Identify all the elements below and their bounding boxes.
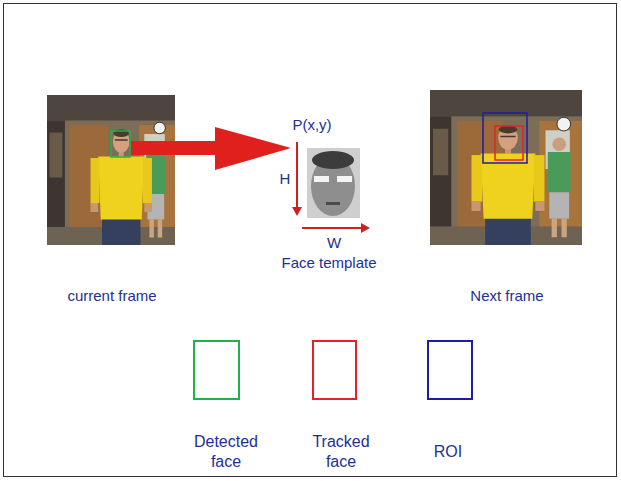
template-ground	[307, 148, 360, 218]
arm	[91, 158, 100, 203]
clock	[154, 122, 166, 134]
background-person	[552, 219, 557, 238]
background-person	[548, 152, 571, 192]
arm	[471, 155, 482, 202]
template-glasses	[337, 176, 352, 182]
template-mouth	[326, 202, 340, 205]
face-template-image	[307, 148, 360, 218]
background-person	[552, 137, 566, 151]
glasses	[115, 139, 128, 141]
dimension-label: H	[280, 170, 291, 188]
glasses	[500, 136, 515, 138]
hair	[499, 126, 517, 134]
legend-text: ROI	[408, 442, 488, 462]
detected-face-box	[111, 131, 130, 157]
wall	[430, 90, 582, 245]
background-person	[158, 220, 162, 238]
head	[113, 130, 130, 153]
head	[498, 126, 518, 149]
legend-swatch	[193, 340, 240, 400]
background-person	[549, 192, 569, 218]
shelf-items	[50, 133, 63, 178]
block-arrow	[131, 127, 291, 170]
arrowhead	[361, 223, 370, 233]
legend-text: Detected face	[186, 432, 266, 472]
arm	[534, 155, 545, 202]
legend-swatch	[312, 340, 357, 400]
next-frame-photo	[430, 90, 582, 245]
hand	[471, 202, 480, 211]
ceiling	[47, 95, 175, 121]
frame-caption: Next frame	[470, 287, 543, 305]
shelf	[430, 116, 451, 245]
arm	[143, 158, 152, 203]
tracked-face-box	[495, 126, 523, 160]
clock	[557, 117, 571, 131]
hand	[144, 203, 152, 212]
background-person	[561, 219, 566, 238]
shelf-items	[433, 129, 448, 176]
roi-box	[483, 113, 527, 163]
background-person	[149, 220, 153, 238]
wall	[47, 95, 175, 245]
current-frame-photo	[47, 95, 175, 245]
arrowhead	[292, 207, 302, 216]
legend-text: Tracked face	[301, 432, 381, 472]
template-caption: Face template	[281, 254, 376, 272]
figure-border	[4, 4, 617, 477]
frame-caption: current frame	[67, 287, 156, 305]
shelf	[47, 121, 65, 246]
dimension-arrow	[296, 142, 298, 208]
door	[139, 125, 175, 230]
legend-swatch	[427, 340, 473, 400]
door	[539, 121, 582, 230]
dimension-arrow	[302, 227, 362, 229]
dimension-label: W	[327, 234, 341, 252]
hand	[535, 202, 544, 211]
template-hair	[312, 151, 354, 169]
shirt	[98, 157, 144, 220]
point-label: P(x,y)	[292, 116, 331, 134]
template-glasses	[314, 176, 329, 182]
hand	[91, 203, 99, 212]
